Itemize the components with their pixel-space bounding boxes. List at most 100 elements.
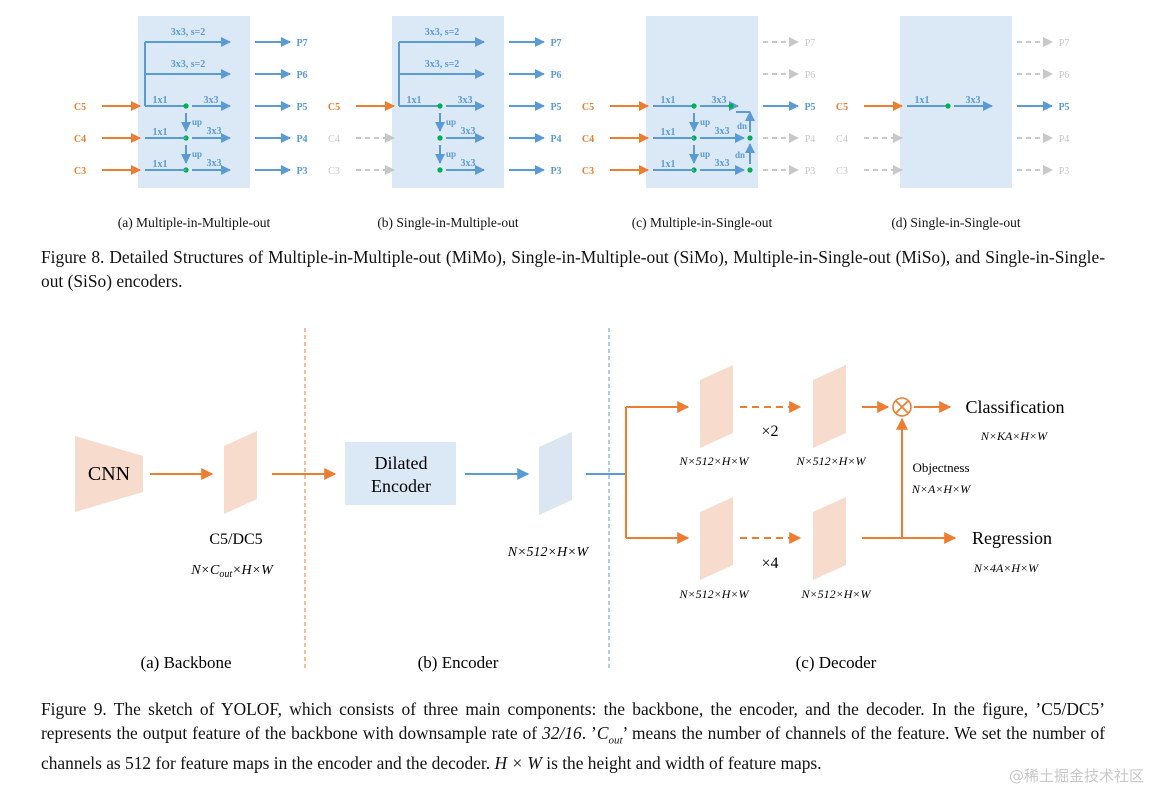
out-3x3-p5-label: 3x3: [204, 95, 219, 106]
output-label-p4: P4: [805, 134, 816, 145]
input-label-c3: C3: [328, 166, 340, 177]
output-label-p7: P7: [805, 38, 816, 49]
out-3x3-p3-label: 3x3: [207, 158, 222, 169]
lateral-1x1-c4-label: 1x1: [661, 127, 676, 138]
decoder-section-label: (c) Decoder: [796, 653, 877, 672]
node-p5: [945, 103, 951, 109]
dn-label-2: dn: [737, 121, 747, 131]
watermark: @稀土掘金技术社区: [1008, 767, 1144, 785]
encoder-section-label: (b) Encoder: [418, 653, 499, 672]
encoder-panel-bg-a: [138, 16, 250, 188]
panel-caption-d: (d) Single-in-Single-out: [891, 215, 1021, 230]
cap9-cout-sub: out: [608, 733, 623, 746]
input-label-c3: C3: [836, 166, 848, 177]
node-p3: [437, 167, 443, 173]
cap9-text-4: for feature maps in the encoder and the …: [151, 753, 495, 774]
out-3x3-p5-label: 3x3: [966, 95, 981, 106]
conv-s2-p7-label: 3x3, s=2: [425, 27, 460, 38]
mid-3x3-p4-label: 3x3: [715, 126, 730, 137]
classification-dims: N×KA×H×W: [980, 429, 1048, 443]
input-label-c4: C4: [74, 134, 86, 145]
cap9-math-512: 512: [125, 753, 152, 774]
panel-caption-a: (a) Multiple-in-Multiple-out: [118, 215, 271, 230]
panel-caption-b: (b) Single-in-Multiple-out: [377, 215, 519, 230]
figure-9-caption: Figure 9. The sketch of YOLOF, which con…: [41, 698, 1105, 776]
input-label-c4: C4: [836, 134, 848, 145]
out-3x3-p4-label: 3x3: [461, 126, 476, 137]
output-label-p6: P6: [550, 70, 561, 81]
encoder-panel-bg-c: [646, 16, 758, 188]
c5-dims-label: N×Cout×H×W: [190, 563, 274, 580]
output-label-p6: P6: [296, 70, 307, 81]
out-3x3-p5-label: 3x3: [458, 95, 473, 106]
mid-3x3-p3-label: 3x3: [715, 158, 730, 169]
cap9-math-cout: Cout: [596, 722, 623, 746]
lateral-1x1-c5-label: 1x1: [915, 95, 930, 106]
encoder-dims-label: N×512×H×W: [507, 545, 590, 560]
lateral-1x1-c5-label: 1x1: [661, 95, 676, 106]
c5-feature-map: [224, 431, 257, 514]
up-label-1: up: [700, 117, 710, 127]
node-p5-merge: [728, 103, 734, 109]
conv-s2-p6-label: 3x3, s=2: [425, 59, 460, 70]
cap9-text-5: is the height and width of feature maps.: [541, 753, 822, 774]
input-label-c4: C4: [328, 134, 340, 145]
encoder-panel-bg-b: [392, 16, 504, 188]
node-p4-right: [747, 135, 753, 141]
up-label-2: up: [192, 149, 202, 159]
output-label-p7: P7: [296, 38, 307, 49]
c5-dc5-label: C5/DC5: [209, 531, 262, 548]
output-label-p5: P5: [1058, 102, 1069, 113]
node-p5: [183, 103, 189, 109]
output-label-p6: P6: [805, 70, 816, 81]
dilated-encoder-block: [345, 442, 456, 505]
cls-out-dims: N×512×H×W: [796, 454, 867, 468]
regression-label: Regression: [972, 528, 1052, 548]
up-label-2: up: [446, 149, 456, 159]
output-label-p4: P4: [550, 134, 561, 145]
encoder-panel-bg-d: [900, 16, 1012, 188]
dilated-encoder-label-1: Dilated: [375, 453, 428, 473]
output-label-p3: P3: [1059, 166, 1070, 177]
up-label-1: up: [192, 117, 202, 127]
up-label-2: up: [700, 149, 710, 159]
lateral-1x1-c3-label: 1x1: [153, 159, 168, 170]
output-label-p6: P6: [1059, 70, 1070, 81]
cls-repeat-label: ×2: [761, 423, 778, 440]
input-label-c5: C5: [582, 102, 594, 113]
cap9-math-hw: H × W: [494, 753, 542, 774]
cap9-cout-base: C: [596, 722, 609, 743]
conv-s2-p6-label: 3x3, s=2: [171, 59, 206, 70]
node-p5: [437, 103, 443, 109]
cap9-math-rate: 32/16: [542, 722, 582, 743]
output-label-p3: P3: [805, 166, 816, 177]
lateral-1x1-c5-label: 1x1: [407, 95, 422, 106]
output-label-p7: P7: [1059, 38, 1070, 49]
reg-feature-map-1: [700, 497, 733, 580]
cls-feature-map-1: [700, 365, 733, 448]
out-3x3-p3-label: 3x3: [461, 158, 476, 169]
reg-out-dims: N×512×H×W: [801, 587, 872, 601]
output-label-p5: P5: [804, 102, 815, 113]
out-3x3-p4-label: 3x3: [207, 126, 222, 137]
encoder-feature-map: [539, 432, 572, 515]
output-label-p4: P4: [296, 134, 307, 145]
figure-8-caption: Figure 8. Detailed Structures of Multipl…: [41, 247, 1105, 291]
lateral-1x1-c5-label: 1x1: [153, 95, 168, 106]
reg-feature-map-2: [813, 497, 846, 580]
input-label-c3: C3: [582, 166, 594, 177]
cnn-label: CNN: [88, 463, 130, 485]
regression-dims: N×4A×H×W: [973, 561, 1039, 575]
backbone-section-label: (a) Backbone: [140, 653, 231, 672]
output-label-p7: P7: [550, 38, 561, 49]
input-label-c5: C5: [74, 102, 86, 113]
input-label-c5: C5: [836, 102, 848, 113]
cls-in-dims: N×512×H×W: [679, 454, 750, 468]
objectness-label: Objectness: [912, 460, 969, 475]
output-label-p5: P5: [550, 102, 561, 113]
output-label-p3: P3: [296, 166, 307, 177]
up-label-1: up: [446, 117, 456, 127]
